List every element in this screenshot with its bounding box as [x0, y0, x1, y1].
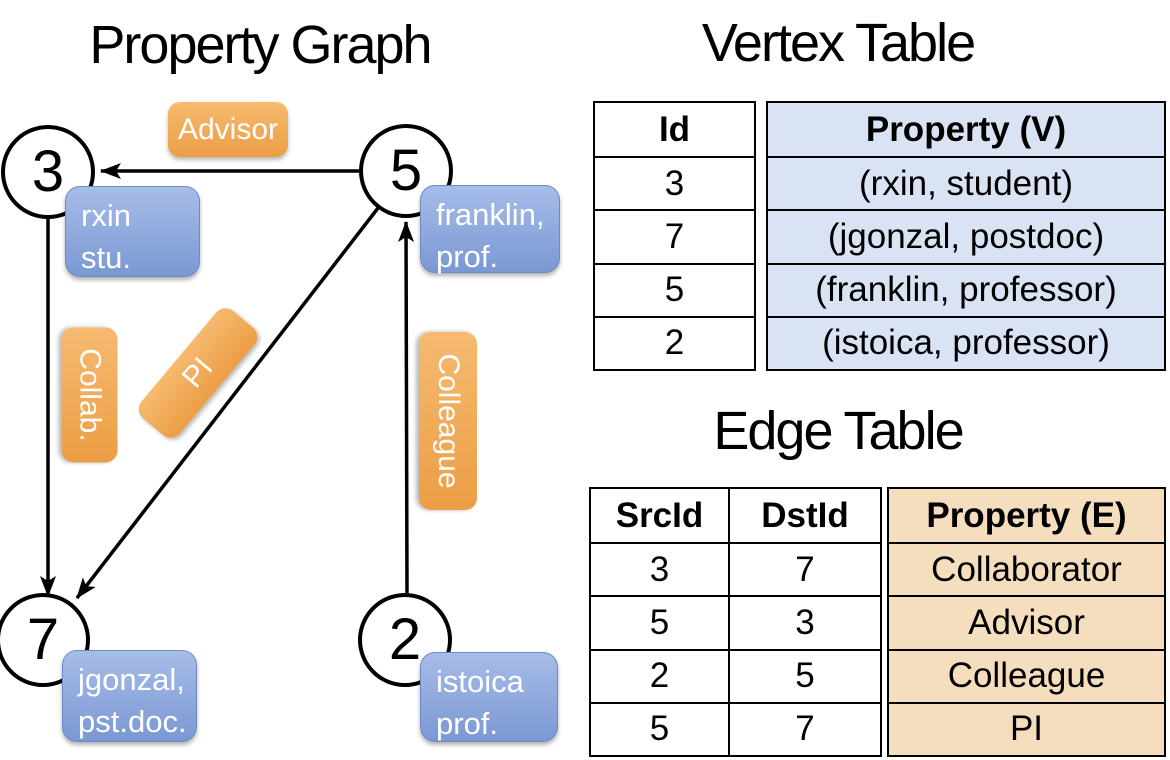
table-cell: 5 — [728, 648, 880, 702]
node-id-label: 3 — [31, 139, 65, 204]
table-cell: 2 — [595, 315, 754, 369]
table-cell: 7 — [728, 542, 880, 596]
node-id-label: 5 — [389, 138, 423, 203]
property-graph-title: Property Graph — [89, 15, 432, 75]
vertex-table-title: Vertex Table — [701, 13, 976, 73]
table-cell: 7 — [728, 701, 880, 755]
property-line: prof. — [436, 238, 499, 274]
table-cell: 5 — [595, 262, 754, 316]
edge-table-property-column: Property (E) Collaborator Advisor Collea… — [887, 487, 1166, 757]
property-line: stu. — [81, 239, 131, 275]
vertex-table-header-property: Property (V) — [768, 103, 1164, 157]
node-id-label: 2 — [388, 607, 422, 672]
table-cell: 2 — [591, 648, 728, 702]
vertex-table-property-column: Property (V) (rxin, student) (jgonzal, p… — [766, 101, 1166, 371]
property-line: istoica — [436, 664, 524, 699]
property-line: jgonzal, — [78, 662, 185, 697]
node-id-label: 7 — [26, 607, 60, 672]
edge-table-header-dstid: DstId — [728, 489, 880, 543]
edge-table-header-srcid: SrcId — [615, 495, 704, 535]
table-cell: 5 — [591, 595, 728, 648]
property-line: franklin, — [436, 197, 545, 232]
table-cell: 7 — [595, 209, 754, 262]
table-cell: (franklin, professor) — [768, 262, 1164, 316]
table-cell: 3 — [728, 595, 880, 649]
vertex-table-id-column: Id 3 7 5 2 — [593, 101, 756, 371]
vertex-property-box-istoica: istoica prof. — [420, 652, 558, 742]
table-cell: 3 — [595, 156, 754, 209]
edge-table-header-property: Property (E) — [889, 489, 1164, 543]
table-cell: Colleague — [889, 648, 1164, 702]
edge-label-colleague: Colleague — [419, 332, 477, 510]
table-cell: PI — [889, 701, 1164, 755]
graph-node-5: 5 — [359, 124, 453, 218]
vertex-property-box-rxin: rxin stu. — [65, 186, 200, 277]
edge-table-title: Edge Table — [713, 401, 964, 461]
table-cell: 5 — [591, 701, 728, 755]
vertex-property-box-franklin: franklin, prof. — [420, 185, 560, 274]
vertex-table-header-id: Id — [658, 109, 691, 149]
edge-label-text: Colleague — [432, 353, 465, 489]
table-cell: 3 — [591, 542, 728, 595]
table-cell: (istoica, professor) — [768, 315, 1164, 369]
table-cell: Collaborator — [889, 542, 1164, 596]
property-line: rxin — [81, 198, 131, 233]
edge-label-pi: PI — [133, 303, 263, 443]
edge-label-text: PI — [175, 351, 220, 395]
table-cell: (rxin, student) — [768, 156, 1164, 210]
edge-2-to-5-colleague — [398, 221, 415, 594]
property-line: pst.doc. — [78, 703, 187, 739]
edge-table-id-columns: SrcId DstId 3 7 5 3 2 5 5 7 — [589, 487, 882, 757]
edge-label-text: Collab. — [73, 348, 107, 442]
vertex-property-box-jgonzal: jgonzal, pst.doc. — [62, 650, 197, 742]
edge-label-collab: Collab. — [61, 327, 118, 463]
edge-label-advisor: Advisor — [168, 102, 288, 157]
property-line: prof. — [436, 705, 499, 741]
graph-node-3: 3 — [1, 125, 95, 219]
edge-label-text: Advisor — [177, 112, 279, 146]
table-cell: Advisor — [889, 595, 1164, 649]
table-cell: (jgonzal, postdoc) — [768, 209, 1164, 263]
